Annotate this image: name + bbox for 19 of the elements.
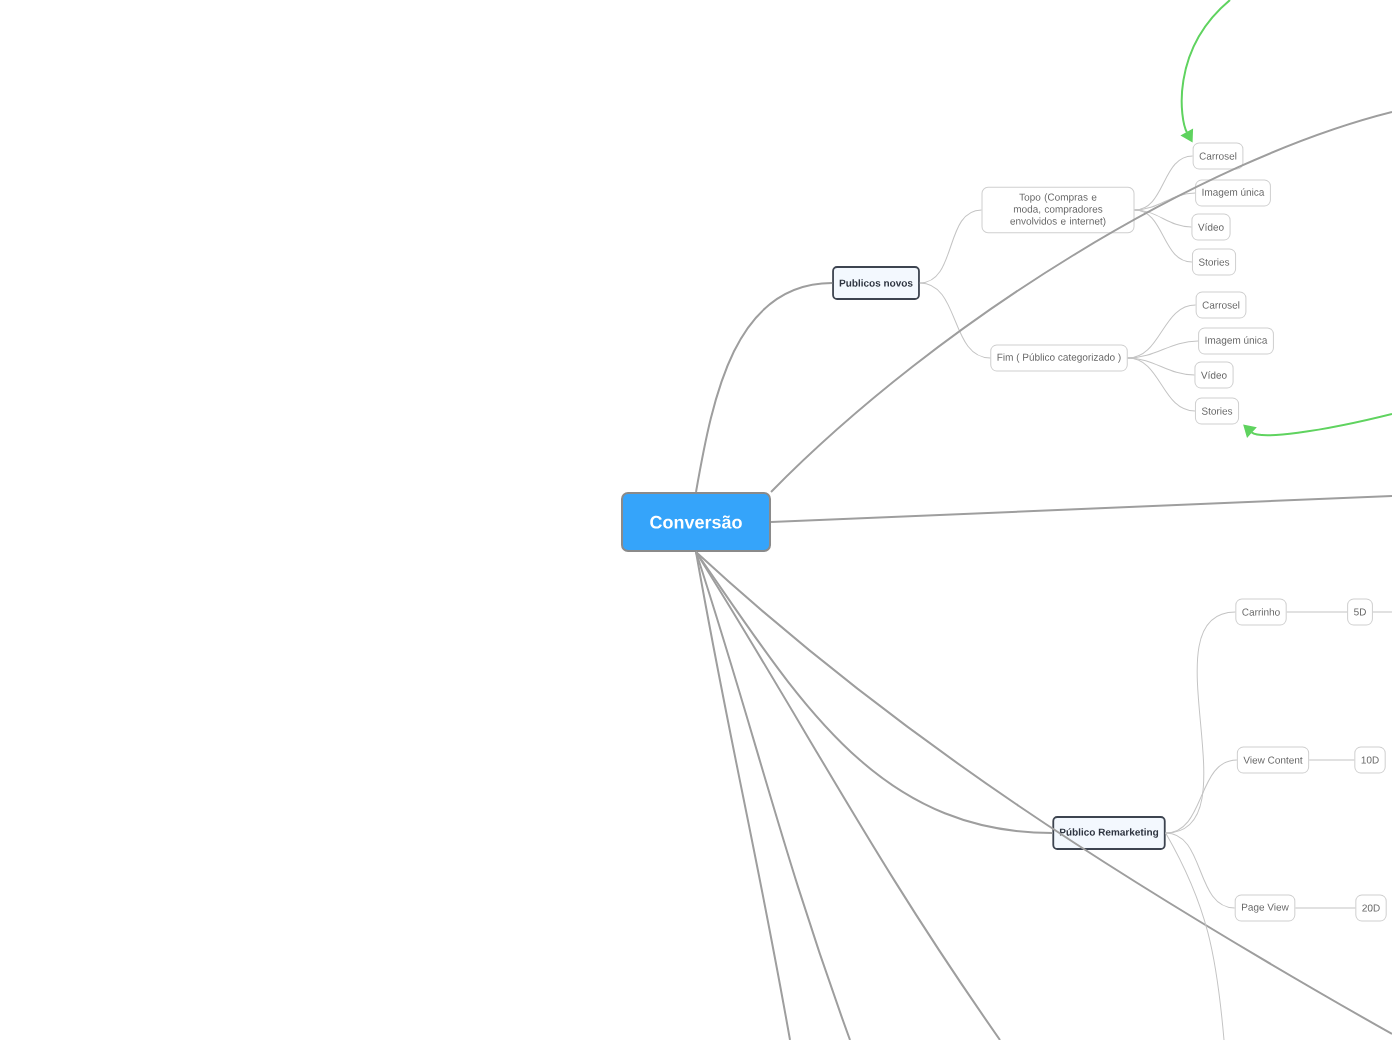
connector-line [695,551,851,1040]
root-topic-box: Conversão [621,492,771,552]
connector-line [695,551,791,1040]
connector-line [919,209,982,284]
connector-line [695,551,1001,1040]
connector-line [1127,340,1199,359]
connector-line [770,495,1392,523]
connector-line [1134,155,1194,211]
connector-line [695,551,1392,1035]
connector-line [1165,832,1236,909]
connector-line [1127,357,1196,412]
arrow [1243,413,1392,438]
connector-line [1165,832,1225,1040]
connector-line [919,282,991,359]
connector-line [1165,759,1238,834]
connector-line [1134,192,1196,211]
connector-line [770,111,1392,493]
connector-line [1134,209,1193,263]
connector-line [695,282,834,493]
